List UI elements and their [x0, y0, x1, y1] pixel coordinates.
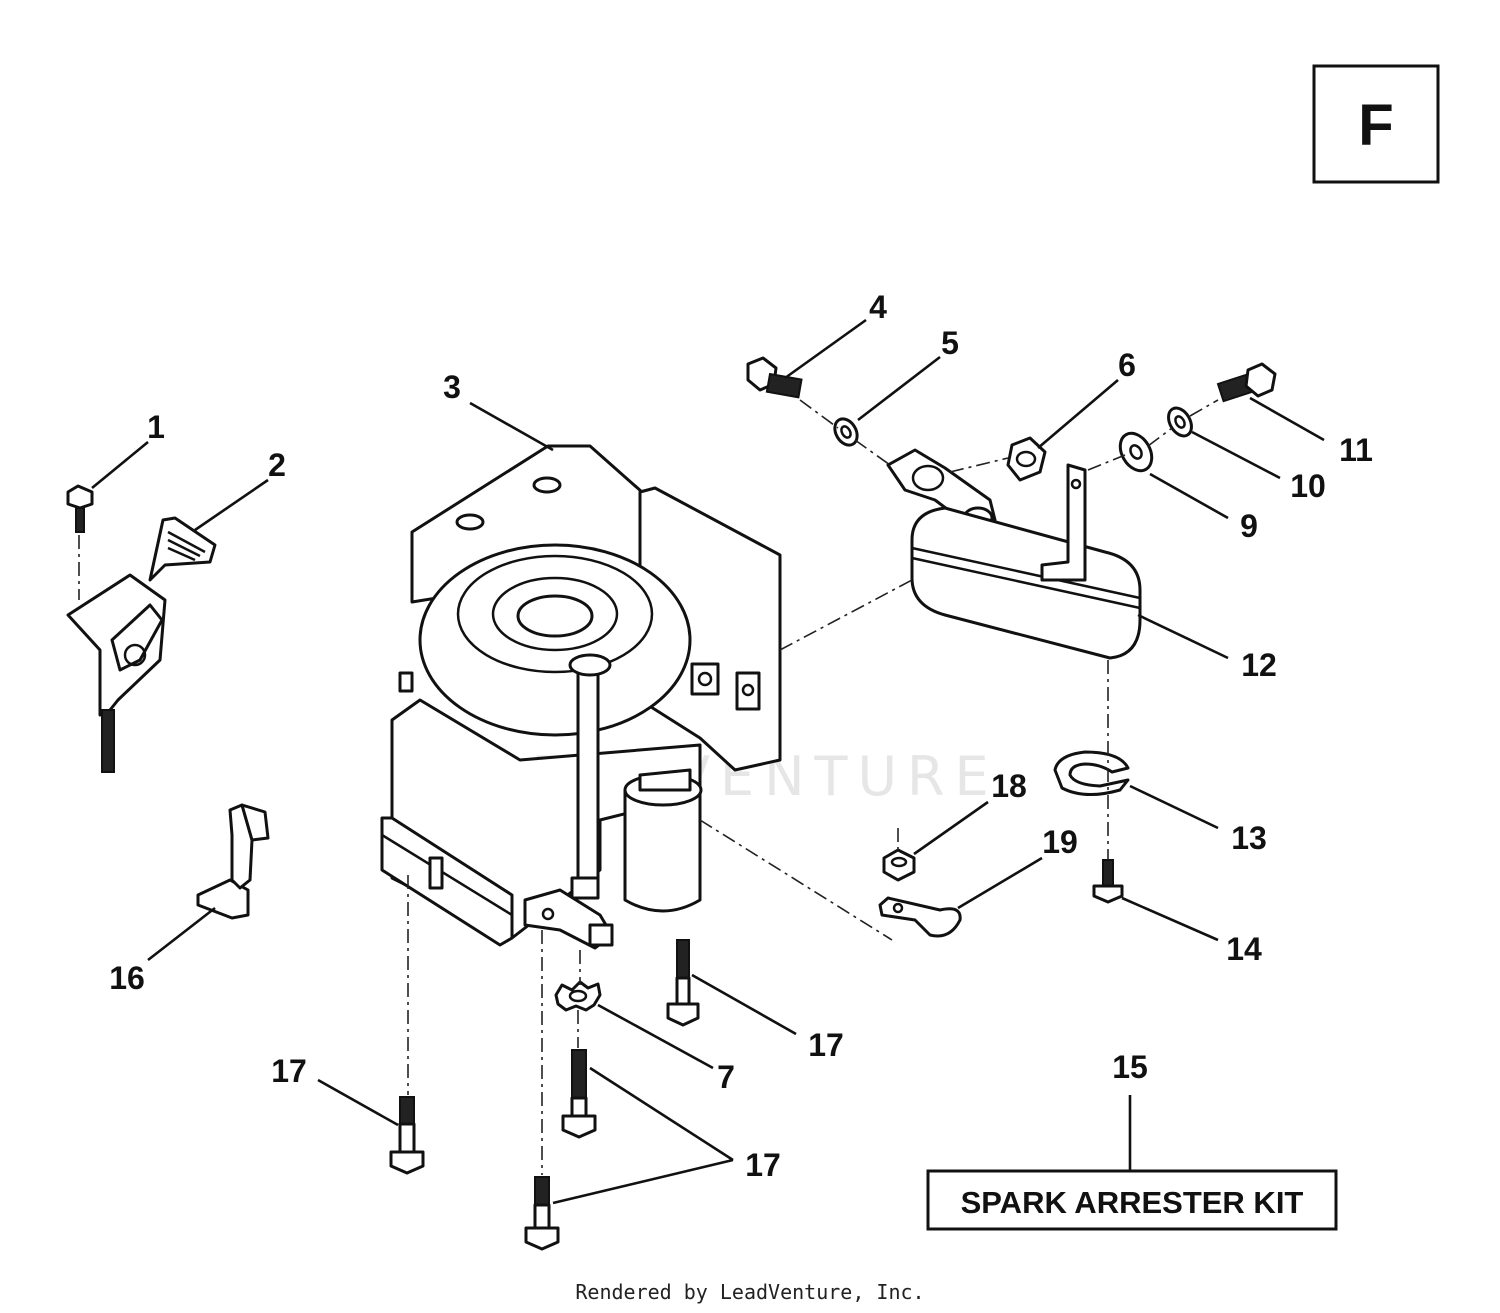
callout-10: 10	[1290, 468, 1326, 504]
callout-15: 15	[1112, 1049, 1148, 1085]
spark-arrester-kit-box[interactable]: SPARK ARRESTER KIT	[926, 1169, 1338, 1231]
throttle-bolt-part-1[interactable]	[66, 484, 94, 533]
callout-4: 4	[869, 289, 887, 325]
callout-18: 18	[991, 768, 1027, 804]
callout-13: 13	[1231, 820, 1267, 856]
callout-12: 12	[1241, 647, 1277, 683]
section-letter: F	[1358, 93, 1393, 158]
callout-16: 16	[109, 960, 145, 996]
bolt-part-17-c[interactable]	[561, 1049, 597, 1139]
bolt-part-17-d[interactable]	[524, 1176, 560, 1251]
engine-part-3[interactable]	[380, 444, 782, 950]
callout-9: 9	[1240, 508, 1258, 544]
callout-14: 14	[1226, 931, 1262, 967]
bolt-part-11[interactable]	[1216, 362, 1277, 403]
bolt-part-17-a[interactable]	[666, 939, 700, 1027]
callout-3: 3	[443, 369, 461, 405]
clamp-ring-part-13[interactable]	[1053, 750, 1130, 796]
washer-part-9[interactable]	[1114, 428, 1158, 477]
callout-2: 2	[268, 447, 286, 483]
callout-17-a: 17	[808, 1027, 844, 1063]
nut-part-18[interactable]	[882, 848, 916, 882]
clip-part-19[interactable]	[878, 896, 962, 938]
callout-17-b: 17	[271, 1053, 307, 1089]
callout-17-c: 17	[745, 1147, 781, 1183]
washer-part-5[interactable]	[830, 415, 861, 449]
star-washer-part-7[interactable]	[554, 980, 602, 1012]
bolt-part-4[interactable]	[746, 356, 803, 399]
bracket-part-16[interactable]	[196, 803, 270, 920]
lockwasher-part-10[interactable]	[1164, 404, 1196, 440]
callout-5: 5	[941, 325, 959, 361]
gasket-part-6[interactable]	[1006, 436, 1047, 482]
callout-11: 11	[1339, 432, 1373, 468]
callout-19: 19	[1042, 824, 1078, 860]
footer-credit: Rendered by LeadVenture, Inc.	[575, 1280, 925, 1304]
spark-arrester-kit-label: SPARK ARRESTER KIT	[961, 1185, 1304, 1220]
callout-6: 6	[1118, 347, 1136, 383]
callout-7: 7	[717, 1059, 735, 1095]
throttle-control-part-2[interactable]	[66, 516, 217, 773]
callout-1: 1	[147, 409, 165, 445]
section-letter-box: F	[1312, 64, 1440, 184]
bolt-part-17-b[interactable]	[389, 1096, 425, 1175]
muffler-part-12[interactable]	[910, 463, 1142, 660]
leader-lines	[91, 318, 1325, 1205]
screw-part-14[interactable]	[1092, 859, 1124, 904]
